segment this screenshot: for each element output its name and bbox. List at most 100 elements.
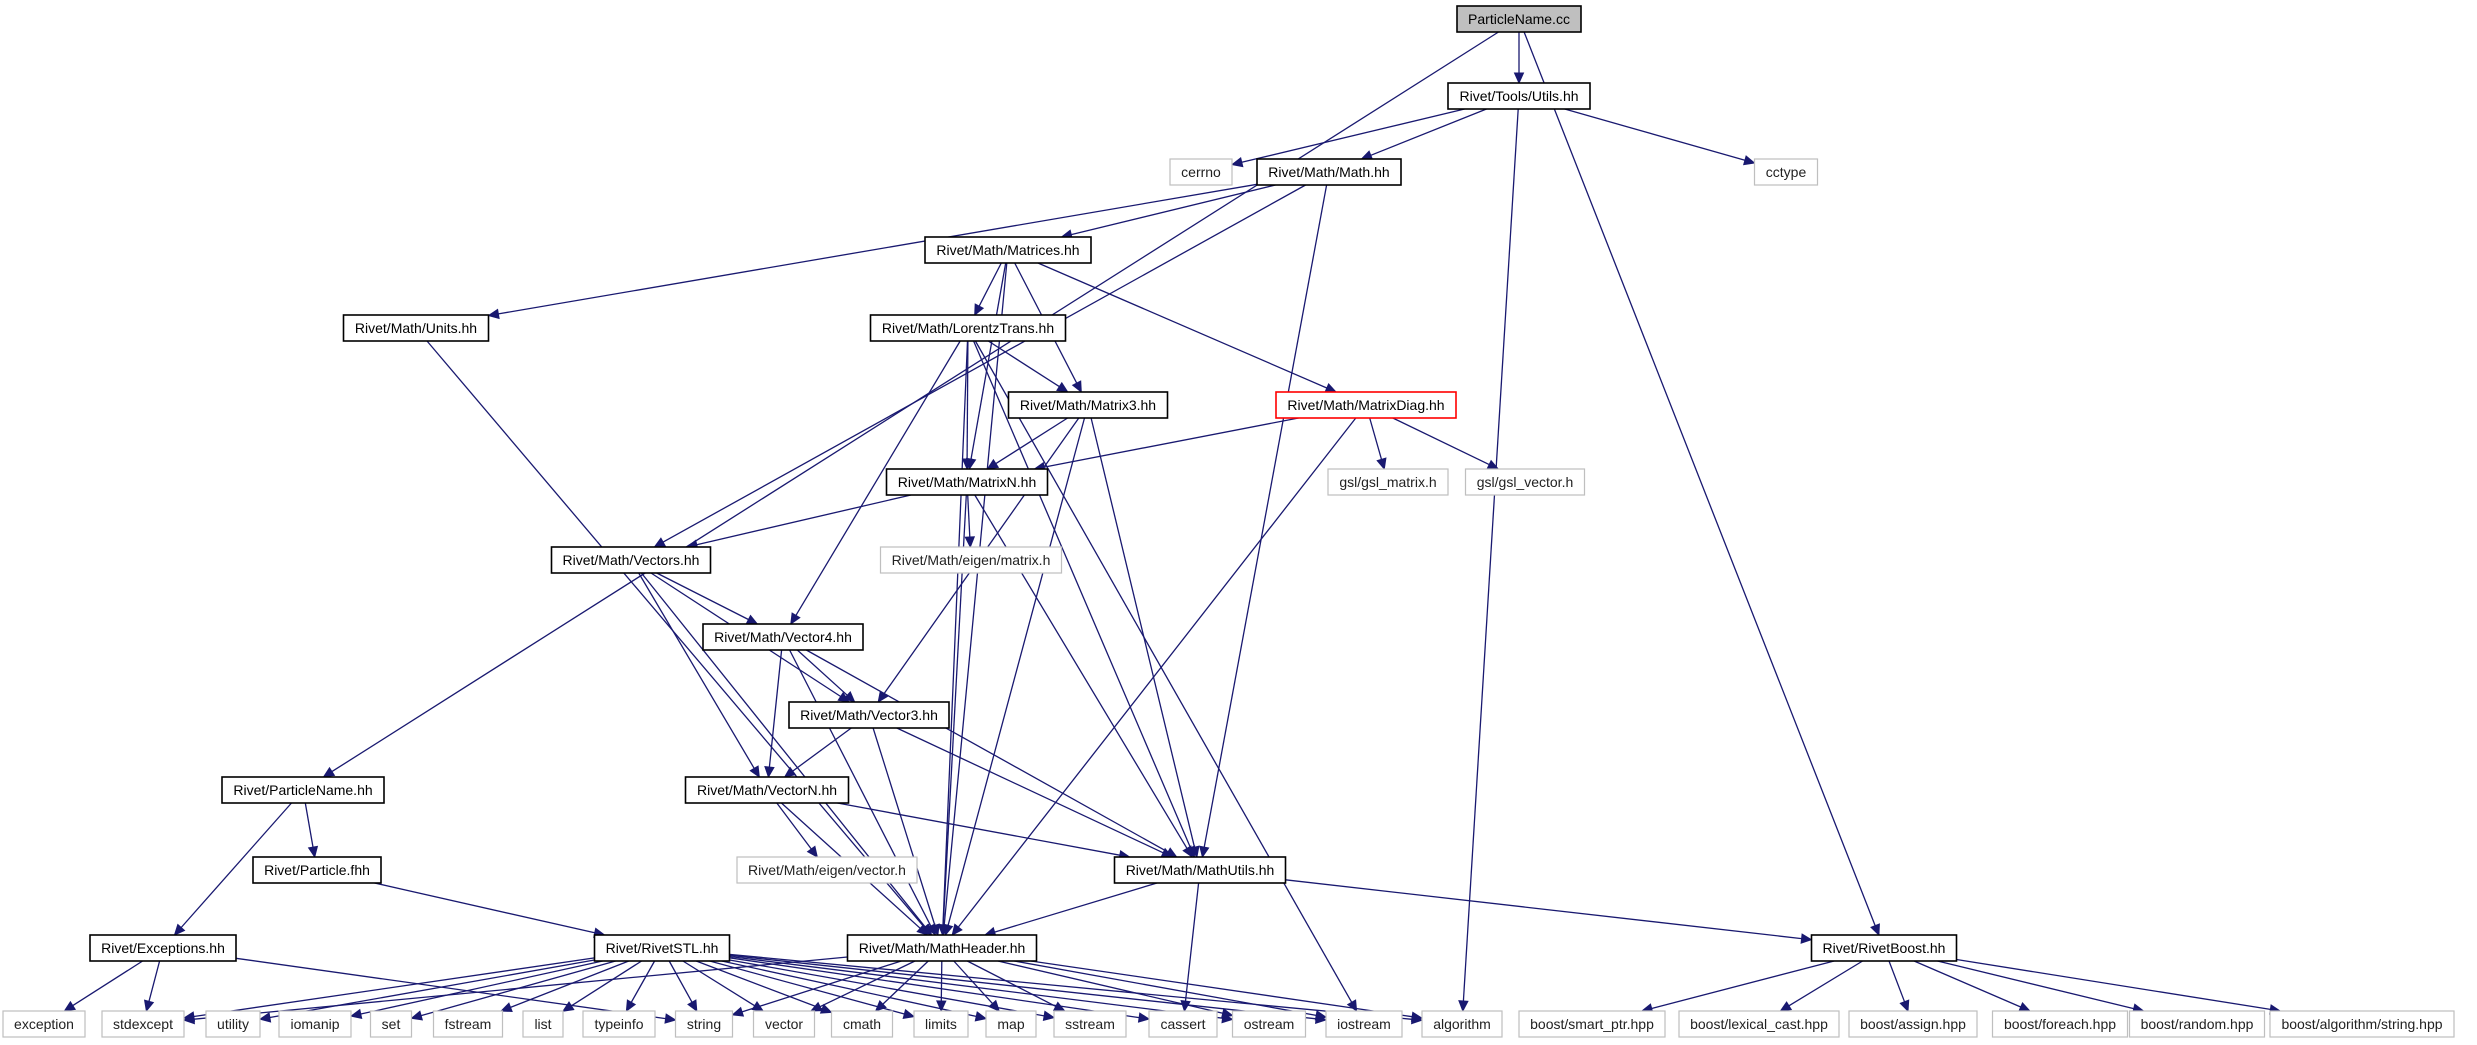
edge-line <box>1888 960 1906 1002</box>
node-box <box>550 546 712 574</box>
edge-mathheader-to-algorithm <box>1030 960 1424 1022</box>
node-box <box>830 1010 894 1038</box>
edge-rivetboost-to-random <box>1937 960 2145 1014</box>
edge-line <box>630 960 656 1003</box>
node-label: iomanip <box>290 1016 339 1032</box>
arrowhead <box>1458 1000 1469 1013</box>
node-exceptions[interactable]: Rivet/Exceptions.hh <box>89 934 237 962</box>
node-matrixn[interactable]: Rivet/Math/MatrixN.hh <box>885 468 1049 496</box>
node-box <box>913 1010 969 1038</box>
node-mathutils[interactable]: Rivet/Math/MathUtils.hh <box>1113 856 1287 884</box>
arrowhead <box>1056 381 1069 393</box>
node-label: Rivet/Math/MatrixN.hh <box>898 474 1036 490</box>
node-box <box>2 1010 86 1038</box>
node-label: Rivet/Math/Vectors.hh <box>563 552 700 568</box>
node-box <box>1810 934 1958 962</box>
node-label: gsl/gsl_matrix.h <box>1339 474 1436 490</box>
arrowhead <box>410 1010 423 1021</box>
node-vector4[interactable]: Rivet/Math/Vector4.hh <box>702 623 864 651</box>
node-box <box>1991 1010 2129 1038</box>
edge-matrixdiag-to-matrixn <box>1033 417 1299 473</box>
node-math[interactable]: Rivet/Math/Math.hh <box>1256 158 1402 186</box>
edge-line <box>1392 417 1490 466</box>
edge-line <box>662 184 1306 543</box>
node-vectorn[interactable]: Rivet/Math/VectorN.hh <box>684 776 850 804</box>
edge-line <box>1956 958 2271 1011</box>
node-rivetstl[interactable]: Rivet/RivetSTL.hh <box>593 934 731 962</box>
node-vector3[interactable]: Rivet/Math/Vector3.hh <box>788 701 950 729</box>
node-label: boost/lexical_cast.hpp <box>1690 1016 1828 1032</box>
node-particlename_hh[interactable]: Rivet/ParticleName.hh <box>221 776 385 804</box>
edge-line <box>882 960 929 1005</box>
node-particlename_cc[interactable]: ParticleName.cc <box>1456 5 1582 33</box>
edge-vectors-to-vector4 <box>656 572 759 625</box>
node-label: boost/algorithm/string.hpp <box>2281 1016 2442 1032</box>
node-list: list <box>522 1010 564 1038</box>
node-matrices[interactable]: Rivet/Math/Matrices.hh <box>924 236 1092 264</box>
node-vectors[interactable]: Rivet/Math/Vectors.hh <box>550 546 712 574</box>
edge-line <box>304 802 314 848</box>
node-label: ostream <box>1244 1016 1295 1032</box>
arrowhead <box>664 1013 677 1024</box>
node-set: set <box>369 1010 413 1038</box>
node-fstream: fstream <box>432 1010 504 1038</box>
node-box <box>522 1010 564 1038</box>
edge-mathheader-to-limits <box>936 960 947 1013</box>
arrowhead <box>745 614 759 625</box>
edge-rivetstl-to-utility <box>258 959 595 1023</box>
node-label: cerrno <box>1181 164 1221 180</box>
node-label: typeinfo <box>594 1016 643 1032</box>
node-matrix3[interactable]: Rivet/Math/Matrix3.hh <box>1007 391 1169 419</box>
edge-exceptions-to-stdexcept <box>143 960 161 1013</box>
node-box <box>1456 5 1582 33</box>
node-particle_fhh[interactable]: Rivet/Particle.fhh <box>252 856 382 884</box>
arrowhead <box>916 924 929 936</box>
edge-line <box>967 494 971 538</box>
edge-line <box>682 960 755 1007</box>
edge-utils-to-cctype <box>1564 108 1756 166</box>
edge-line <box>668 960 693 1003</box>
edge-line <box>1788 960 1863 1007</box>
node-lorentz[interactable]: Rivet/Math/LorentzTrans.hh <box>869 314 1067 342</box>
node-box <box>684 776 850 804</box>
node-mathheader[interactable]: Rivet/Math/MathHeader.hh <box>846 934 1038 962</box>
node-label: gsl/gsl_vector.h <box>1477 474 1574 490</box>
arrowhead <box>561 1001 575 1012</box>
arrowhead <box>937 924 949 937</box>
node-box <box>1518 1010 1666 1038</box>
edge-particlename_hh-to-particle_fhh <box>304 802 319 859</box>
node-box <box>1148 1010 1218 1038</box>
node-label: list <box>534 1016 551 1032</box>
edge-line <box>729 953 1413 1020</box>
node-label: Rivet/Exceptions.hh <box>101 940 225 956</box>
arrowhead <box>500 1002 513 1013</box>
arrowhead <box>63 1000 77 1012</box>
node-box <box>736 856 918 884</box>
edge-rivetboost-to-foreach <box>1913 960 2032 1012</box>
node-label: Rivet/Particle.fhh <box>264 862 370 878</box>
edge-mathheader-to-iostream <box>1014 960 1328 1021</box>
arrowhead <box>143 999 155 1013</box>
edge-mathutils-to-cassert <box>1180 882 1200 1013</box>
node-utils[interactable]: Rivet/Tools/Utils.hh <box>1447 82 1591 110</box>
edge-line <box>987 340 1060 388</box>
node-matrixdiag[interactable]: Rivet/Math/MatrixDiag.hh <box>1275 391 1457 419</box>
node-box <box>342 314 490 342</box>
node-foreach: boost/foreach.hpp <box>1991 1010 2129 1038</box>
edge-line <box>837 802 1120 856</box>
node-box <box>278 1010 352 1038</box>
arrowhead <box>2018 1001 2032 1012</box>
edge-line <box>426 340 925 928</box>
edge-line <box>148 960 161 1002</box>
arrowhead <box>1189 845 1200 859</box>
edge-rivetboost-to-algstring <box>1956 958 2282 1015</box>
edge-line <box>1564 108 1746 161</box>
arrowhead <box>986 458 1000 470</box>
arrowhead <box>625 999 637 1013</box>
node-label: Rivet/Math/MathHeader.hh <box>859 940 1026 956</box>
node-label: boost/random.hpp <box>2141 1016 2254 1032</box>
node-rivetboost[interactable]: Rivet/RivetBoost.hh <box>1810 934 1958 962</box>
edge-rivetstl-to-cassert <box>729 957 1151 1023</box>
node-units[interactable]: Rivet/Math/Units.hh <box>342 314 490 342</box>
node-map: map <box>985 1010 1037 1038</box>
